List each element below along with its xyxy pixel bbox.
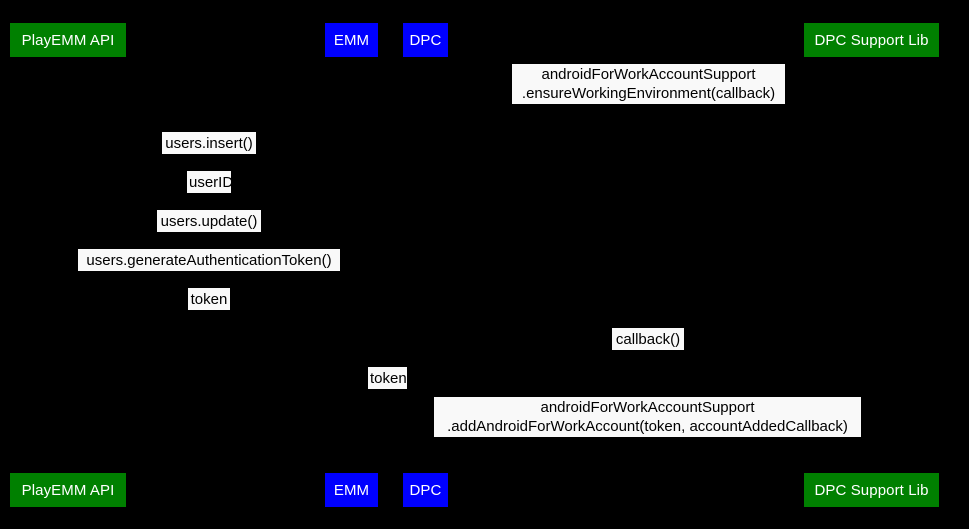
message-line: token <box>370 369 407 387</box>
message-line: androidForWorkAccountSupport <box>540 399 755 416</box>
message-line: users.generateAuthenticationToken() <box>86 251 332 269</box>
participant-header-dpc-support-lib[interactable]: DPC Support Lib <box>804 23 939 57</box>
participant-footer-emm[interactable]: EMM <box>325 473 378 507</box>
message-line: token <box>190 290 228 308</box>
participant-footer-playemm-api[interactable]: PlayEMM API <box>10 473 126 507</box>
message-line: .ensureWorkingEnvironment(callback) <box>521 85 776 102</box>
message-line: androidForWorkAccountSupport <box>541 66 756 83</box>
message-label-msg-token-2[interactable]: token <box>368 367 407 389</box>
participant-label: EMM <box>333 31 370 49</box>
participant-label: PlayEMM API <box>21 481 115 499</box>
message-line: users.update() <box>160 212 258 230</box>
message-label-msg-token-1[interactable]: token <box>188 288 230 310</box>
message-label-msg-add-android-for-work-account[interactable]: androidForWorkAccountSupport .addAndroidF… <box>434 397 861 437</box>
participant-label: PlayEMM API <box>21 31 115 49</box>
participant-label: DPC Support Lib <box>814 481 929 499</box>
message-label-msg-users-insert[interactable]: users.insert() <box>162 132 256 154</box>
participant-label: DPC <box>409 481 442 499</box>
message-label-msg-users-update[interactable]: users.update() <box>157 210 261 232</box>
message-line: callback() <box>615 330 681 348</box>
participant-header-dpc[interactable]: DPC <box>403 23 448 57</box>
participant-label: EMM <box>333 481 370 499</box>
message-label-msg-users-generate-authentication-token[interactable]: users.generateAuthenticationToken() <box>78 249 340 271</box>
message-label-msg-userid[interactable]: userID <box>187 171 234 193</box>
participant-label: DPC <box>409 31 442 49</box>
message-label-msg-callback[interactable]: callback() <box>612 328 684 350</box>
participant-footer-dpc[interactable]: DPC <box>403 473 448 507</box>
message-line: users.insert() <box>165 134 253 152</box>
participant-footer-dpc-support-lib[interactable]: DPC Support Lib <box>804 473 939 507</box>
message-line: userID <box>189 173 234 191</box>
participant-label: DPC Support Lib <box>814 31 929 49</box>
participant-header-playemm-api[interactable]: PlayEMM API <box>10 23 126 57</box>
participant-header-emm[interactable]: EMM <box>325 23 378 57</box>
message-label-msg-ensure-working-environment[interactable]: androidForWorkAccountSupport .ensureWorki… <box>512 64 785 104</box>
message-line: .addAndroidForWorkAccount(token, account… <box>447 418 848 435</box>
